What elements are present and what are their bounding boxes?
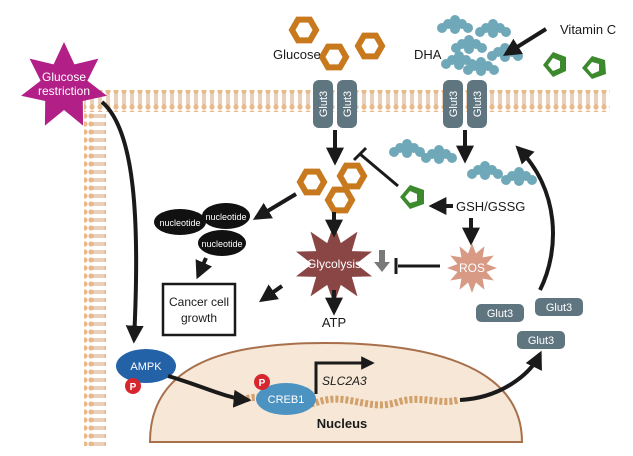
inhibition-vitc-glut3 xyxy=(359,152,399,188)
svg-text:Glut3: Glut3 xyxy=(472,91,484,117)
glut3-transporter-dha: Glut3 Glut3 xyxy=(443,80,487,128)
plasma-membrane-horizontal xyxy=(112,90,610,112)
ros-label: ROS xyxy=(459,261,485,275)
arrow-glucose-to-nucleotide xyxy=(252,192,298,220)
glycolysis-star: Glycolysis xyxy=(296,224,372,304)
nucleotide-label-2: nucleotide xyxy=(205,212,246,222)
arrow-vitc-to-dha xyxy=(502,27,548,56)
vitamin-c-label: Vitamin C xyxy=(560,22,616,37)
svg-text:Glut3: Glut3 xyxy=(448,91,460,117)
plasma-membrane-vertical xyxy=(84,112,106,446)
arrow-ampk-to-creb1 xyxy=(167,374,252,408)
transcription-arrow xyxy=(314,356,375,394)
svg-text:Glut3: Glut3 xyxy=(318,91,330,117)
glut3-protein-1: Glut3 xyxy=(476,304,524,322)
svg-text:Glut3: Glut3 xyxy=(528,335,554,347)
ampk-label: AMPK xyxy=(130,361,162,373)
glucose-outside xyxy=(288,16,386,71)
creb1-label: CREB1 xyxy=(268,394,305,406)
ampk: AMPK P xyxy=(116,349,176,394)
nucleotide-group: nucleotide nucleotide nucleotide xyxy=(154,203,250,256)
glut3-protein-3: Glut3 xyxy=(517,331,565,349)
glycolysis-label: Glycolysis xyxy=(307,257,361,271)
creb1: CREB1 P xyxy=(254,374,316,415)
svg-text:Glut3: Glut3 xyxy=(487,308,513,320)
glucose-restriction-star: Glucose restriction xyxy=(21,42,107,126)
nucleus: Nucleus xyxy=(148,341,524,443)
creb1-phospho: P xyxy=(259,378,266,389)
glut3-protein-2: Glut3 xyxy=(535,298,583,316)
cancer-growth-label-1: Cancer cell xyxy=(169,295,229,309)
glut3-transporter-glucose: Glut3 Glut3 xyxy=(313,80,357,128)
decrease-indicator xyxy=(374,250,390,272)
glucose-restriction-label-1: Glucose xyxy=(42,70,86,84)
ampk-phospho: P xyxy=(130,382,137,393)
gsh-gssg-label: GSH/GSSG xyxy=(456,199,525,214)
arrow-nucleus-to-glut3 xyxy=(459,350,542,402)
arrow-glut3-to-membrane xyxy=(515,145,555,291)
svg-text:Glut3: Glut3 xyxy=(546,302,572,314)
nucleotide-label-1: nucleotide xyxy=(159,218,200,228)
nucleotide-label-3: nucleotide xyxy=(201,239,242,249)
cancer-growth-label-2: growth xyxy=(181,311,217,325)
arrow-nucleotide-to-growth xyxy=(195,257,213,280)
gene-label: SLC2A3 xyxy=(322,374,367,388)
ros-star: ROS xyxy=(447,243,497,293)
cancer-growth-box: Cancer cell growth xyxy=(161,282,237,337)
dha-label: DHA xyxy=(414,47,442,62)
glucose-label: Glucose xyxy=(273,47,321,62)
glucose-inside xyxy=(296,162,368,214)
svg-text:Glut3: Glut3 xyxy=(342,91,354,117)
dha-cluster xyxy=(437,15,523,76)
atp-label: ATP xyxy=(322,315,346,330)
dha-inside xyxy=(389,139,537,186)
nucleus-label: Nucleus xyxy=(317,416,368,431)
glucose-restriction-label-2: restriction xyxy=(38,84,90,98)
arrow-glycolysis-to-growth xyxy=(259,284,284,303)
arrow-restriction-to-ampk xyxy=(100,100,144,344)
